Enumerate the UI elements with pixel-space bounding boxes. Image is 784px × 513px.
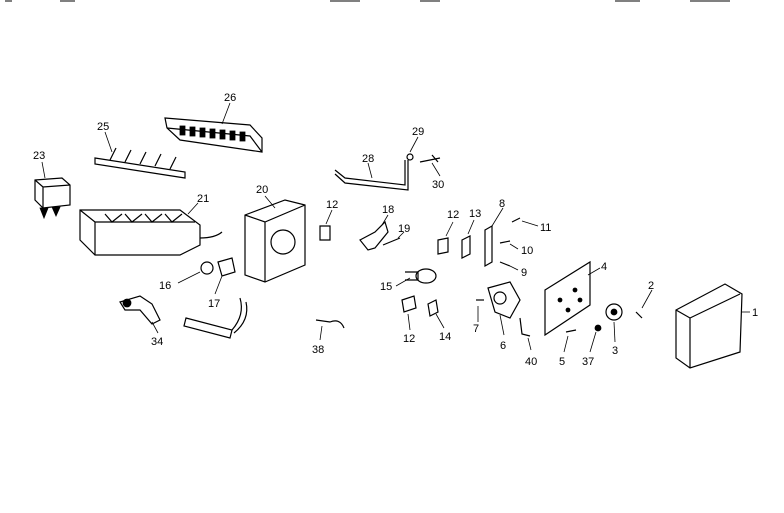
part-12-b-13	[437, 219, 475, 259]
label-18: 18	[382, 204, 394, 216]
label-25: 25	[97, 121, 109, 133]
part-40-wire	[519, 317, 532, 351]
label-13: 13	[469, 208, 481, 220]
label-26: 26	[224, 92, 236, 104]
label-1: 1	[752, 307, 758, 319]
part-4-plate	[544, 260, 601, 337]
part-1-cover	[675, 283, 750, 369]
label-9: 9	[521, 267, 527, 279]
label-37: 37	[582, 356, 594, 368]
label-40: 40	[525, 356, 537, 368]
label-10: 10	[521, 245, 533, 257]
label-3: 3	[612, 345, 618, 357]
part-25-stripper	[94, 131, 186, 179]
part-21-mold	[79, 202, 223, 256]
label-16: 16	[159, 280, 171, 292]
part-6-7-motor	[476, 281, 521, 336]
label-2: 2	[648, 280, 654, 292]
label-29: 29	[412, 126, 424, 138]
part-34-fill-tube	[119, 295, 161, 334]
part-5-37-3-2	[563, 289, 653, 353]
part-38	[315, 319, 345, 341]
part-28-29-30	[334, 136, 441, 191]
label-12a: 12	[326, 199, 338, 211]
part-26-ejector	[164, 102, 263, 153]
label-11: 11	[540, 222, 551, 234]
part-12-a	[319, 209, 333, 241]
label-19: 19	[398, 223, 410, 235]
label-7: 7	[473, 323, 479, 335]
part-heater-harness	[183, 297, 248, 339]
label-12b: 12	[447, 209, 459, 221]
label-12c: 12	[403, 333, 415, 345]
label-4: 4	[601, 261, 607, 273]
part-8-9-10-11	[484, 207, 539, 271]
label-28: 28	[362, 153, 374, 165]
label-34: 34	[151, 336, 163, 348]
label-17: 17	[208, 298, 220, 310]
part-18-19	[359, 214, 405, 251]
part-15-thermostat	[395, 268, 437, 287]
label-21: 21	[197, 193, 209, 205]
label-6: 6	[500, 340, 506, 352]
label-15: 15	[380, 281, 392, 293]
label-38: 38	[312, 344, 324, 356]
label-5: 5	[559, 356, 565, 368]
part-12-c-14	[401, 295, 445, 331]
label-30: 30	[432, 179, 444, 191]
part-20-housing	[244, 195, 306, 283]
label-20: 20	[256, 184, 268, 196]
label-23: 23	[33, 150, 45, 162]
part-23-box	[34, 161, 71, 220]
label-14: 14	[439, 331, 451, 343]
label-8: 8	[499, 198, 505, 210]
part-16-17	[177, 257, 236, 295]
